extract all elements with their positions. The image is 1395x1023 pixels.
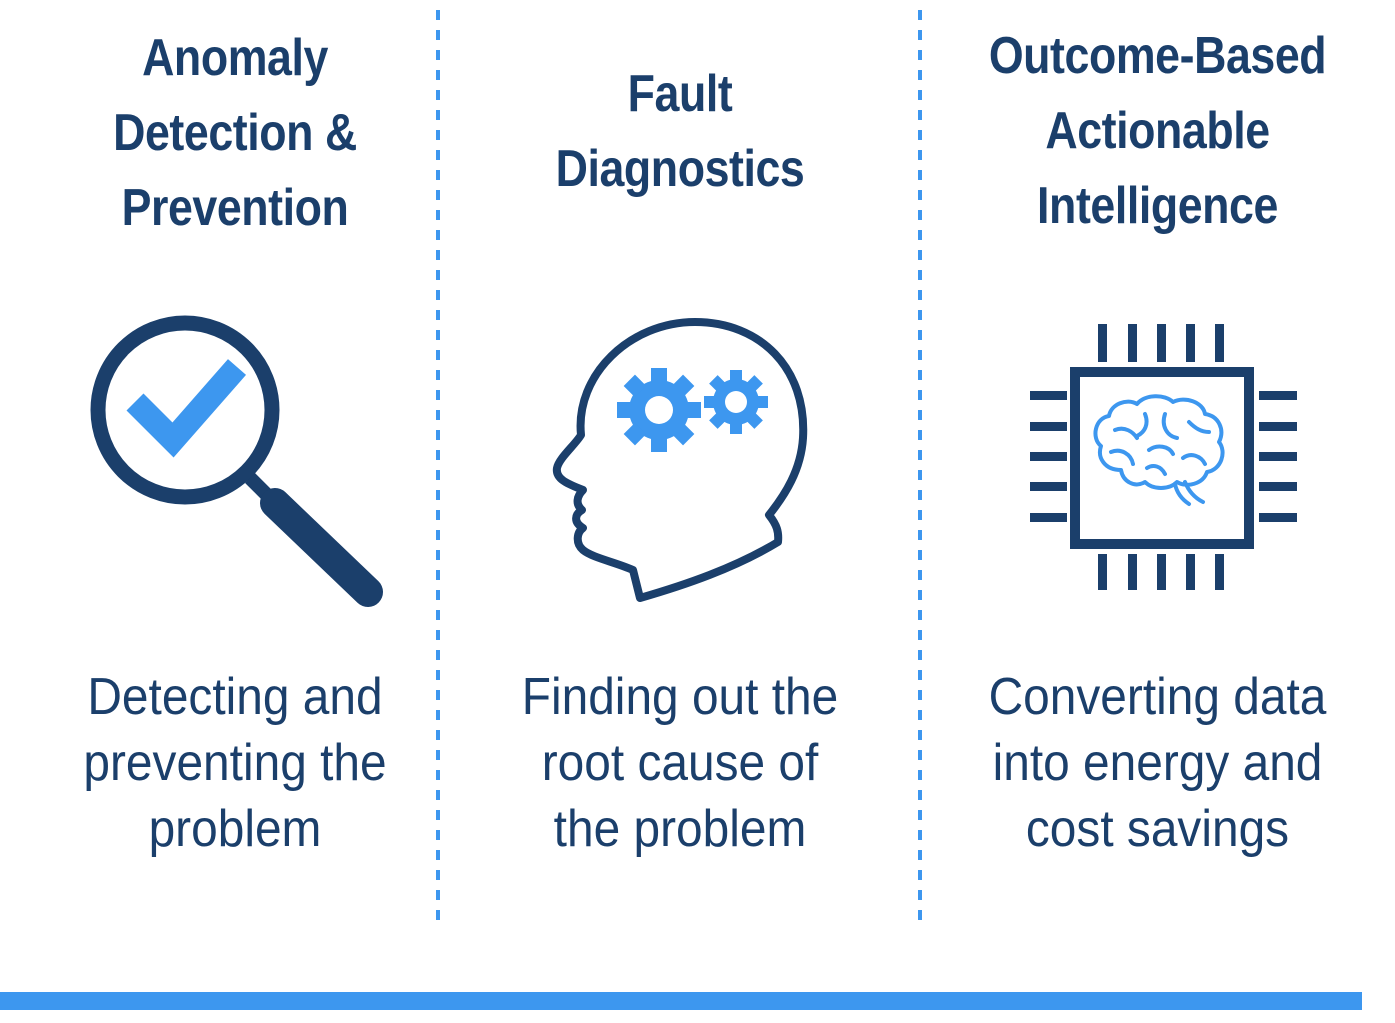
dashed-divider <box>918 10 922 928</box>
description-line: the problem <box>553 800 807 858</box>
head-with-gears-icon <box>552 318 808 602</box>
description-line: root cause of <box>541 734 819 792</box>
title-line: Actionable <box>1045 102 1270 160</box>
column-title: Fault Diagnostics <box>474 57 887 207</box>
title-line: Detection & <box>113 104 357 162</box>
title-line: Intelligence <box>1037 177 1278 235</box>
bottom-accent-bar <box>0 992 1362 1010</box>
description-line: Detecting and <box>87 668 383 726</box>
description-line: problem <box>148 800 322 858</box>
title-line: Fault <box>627 65 733 123</box>
column-description: Finding out the root cause of the proble… <box>459 664 901 862</box>
column-title: Outcome-Based Actionable Intelligence <box>953 19 1362 244</box>
description-line: Finding out the <box>521 668 839 726</box>
magnifying-glass-checkmark-icon <box>90 315 383 607</box>
description-line: cost savings <box>1025 800 1290 858</box>
description-line: Converting data <box>988 668 1327 726</box>
title-line: Anomaly <box>142 29 328 87</box>
title-line: Prevention <box>121 179 349 237</box>
column-actionable-intelligence: Outcome-Based Actionable Intelligence <box>920 0 1395 960</box>
dashed-divider <box>436 10 440 928</box>
column-description: Detecting and preventing the problem <box>19 664 451 862</box>
title-line: Diagnostics <box>555 140 805 198</box>
description-line: preventing the <box>83 734 387 792</box>
title-line: Outcome-Based <box>988 27 1327 85</box>
column-anomaly-detection: Anomaly Detection & Prevention Detecting… <box>0 0 470 960</box>
column-title: Anomaly Detection & Prevention <box>33 21 437 246</box>
chip-brain-icon <box>1030 324 1297 590</box>
column-description: Converting data into energy and cost sav… <box>939 664 1376 862</box>
description-line: into energy and <box>992 734 1323 792</box>
column-fault-diagnostics: Fault Diagnostics <box>440 0 920 960</box>
